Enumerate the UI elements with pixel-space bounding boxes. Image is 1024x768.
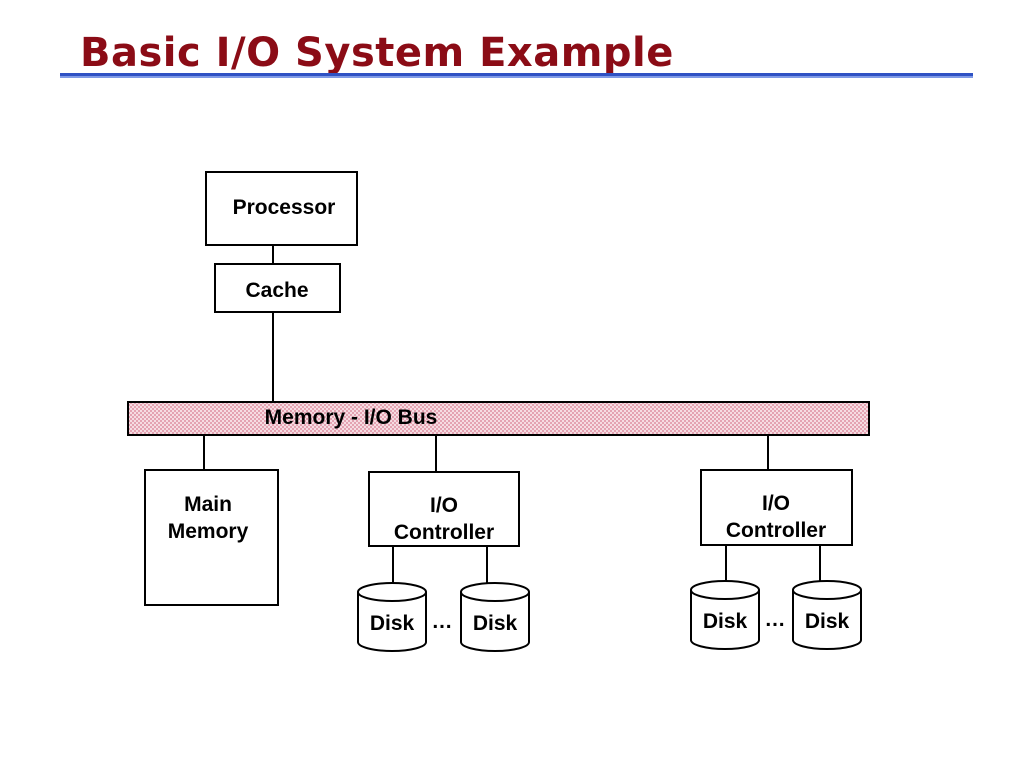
io-controller-right-line2: Controller [726, 519, 826, 542]
cache-box: Cache [214, 263, 341, 313]
disk-ellipsis-left: … [432, 610, 453, 633]
disk-ellipsis-right: … [765, 608, 786, 631]
io-controller-right-line1: I/O [762, 492, 790, 515]
disk-right-2: Disk [792, 580, 862, 650]
disk-left-2: Disk [460, 582, 530, 652]
disk-left-1: Disk [357, 582, 427, 652]
main-memory-label-line2: Memory [168, 520, 249, 543]
disk-label: Disk [703, 610, 748, 633]
main-memory-box: Main Memory [144, 469, 279, 606]
disk-label: Disk [805, 610, 850, 633]
connectors [203, 245, 821, 583]
memory-io-bus: Memory - I/O Bus [127, 401, 870, 436]
cache-label: Cache [245, 279, 308, 302]
title-underline [60, 73, 973, 78]
disk-label: Disk [473, 612, 518, 635]
main-memory-label-line1: Main [184, 493, 232, 516]
io-controller-right: I/O Controller [700, 469, 853, 546]
io-controller-left-line2: Controller [394, 521, 494, 544]
disk-right-1: Disk [690, 580, 760, 650]
io-controller-left: I/O Controller [368, 471, 520, 547]
processor-box: Processor [205, 171, 358, 246]
slide-title: Basic I/O System Example [80, 30, 674, 76]
bus-label: Memory - I/O Bus [265, 406, 438, 429]
disk-label: Disk [370, 612, 415, 635]
processor-label: Processor [233, 196, 336, 219]
io-controller-left-line1: I/O [430, 494, 458, 517]
